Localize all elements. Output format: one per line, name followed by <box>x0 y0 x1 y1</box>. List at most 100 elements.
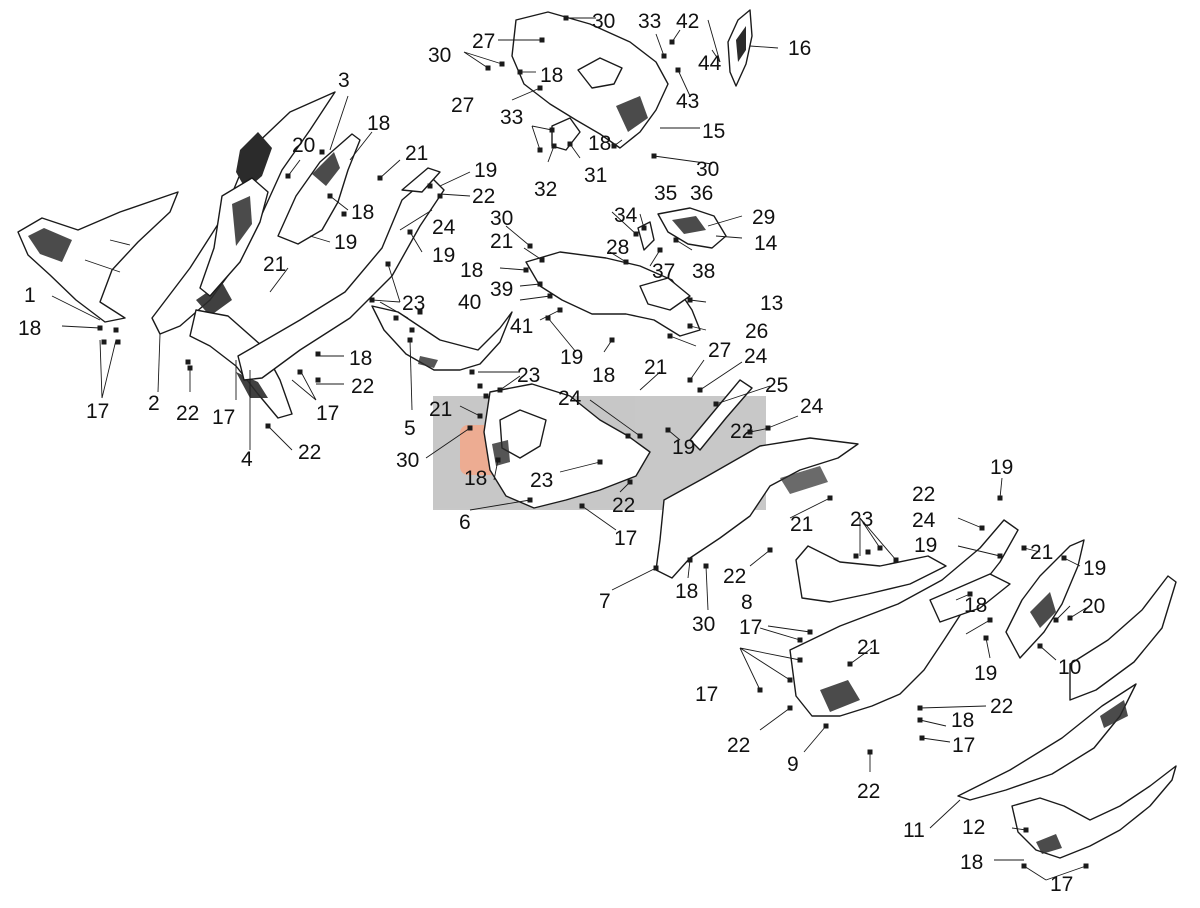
callout-19d: 19 <box>560 346 583 369</box>
fastener-16 <box>437 193 443 199</box>
fastener-34 <box>625 433 631 439</box>
callout-23c: 23 <box>530 469 553 492</box>
part-9 <box>789 519 1019 717</box>
part-12 <box>1011 765 1177 859</box>
fastener-74 <box>853 553 859 559</box>
callout-24b: 24 <box>744 345 768 368</box>
callout-30c: 30 <box>696 158 719 181</box>
fastener-4 <box>185 359 191 365</box>
callout-17g: 17 <box>952 734 975 757</box>
callout-25: 25 <box>765 374 788 397</box>
fastener-2 <box>101 339 107 345</box>
callout-22h: 22 <box>912 483 935 506</box>
callout-2: 2 <box>148 392 160 415</box>
callout-19a: 19 <box>474 159 497 182</box>
callout-22b: 22 <box>351 375 374 398</box>
callout-18m: 18 <box>960 851 983 874</box>
callout-24a: 24 <box>432 216 456 239</box>
callout-18a: 18 <box>18 317 41 340</box>
callout-22k: 22 <box>857 780 880 803</box>
callout-30f: 30 <box>692 613 715 636</box>
callout-9: 9 <box>787 753 799 776</box>
fastener-22 <box>409 327 415 333</box>
part-5 <box>371 305 513 371</box>
callout-43: 43 <box>676 90 699 113</box>
part-11 <box>957 575 1177 801</box>
part-15 <box>511 11 669 149</box>
callout-17c: 17 <box>316 402 339 425</box>
fastener-25 <box>477 383 483 389</box>
bracket-31-32 <box>551 117 581 151</box>
frame-rail-left <box>237 167 445 381</box>
callout-31: 31 <box>584 164 607 187</box>
callout-24e: 24 <box>912 509 936 532</box>
part-10 <box>1005 539 1085 659</box>
callout-17h: 17 <box>1050 873 1073 896</box>
callout-21c: 21 <box>490 230 513 253</box>
callout-3: 3 <box>338 69 350 92</box>
callout-7: 7 <box>599 590 611 613</box>
callout-21f: 21 <box>790 513 813 536</box>
fastener-75 <box>865 549 871 555</box>
callout-18g: 18 <box>460 259 483 282</box>
callout-22g: 22 <box>723 565 746 588</box>
callout-19i: 19 <box>974 662 997 685</box>
callout-21g: 21 <box>1030 541 1053 564</box>
leader-lines <box>51 17 1087 881</box>
fastener-23 <box>417 309 423 315</box>
callout-8: 8 <box>741 591 753 614</box>
callout-21e: 21 <box>429 398 452 421</box>
callout-15: 15 <box>702 120 725 143</box>
callout-39: 39 <box>490 278 513 301</box>
callout-30e: 30 <box>396 449 419 472</box>
part-6 <box>483 383 651 509</box>
callout-18d: 18 <box>349 347 372 370</box>
callout-19f: 19 <box>990 456 1013 479</box>
callout-17d: 17 <box>614 527 637 550</box>
callout-42: 42 <box>676 10 699 33</box>
callout-36: 36 <box>690 182 713 205</box>
callout-34: 34 <box>614 204 638 227</box>
callout-40: 40 <box>458 291 481 314</box>
callout-4: 4 <box>241 448 253 471</box>
callout-41: 41 <box>510 315 533 338</box>
callout-30b: 30 <box>428 44 451 67</box>
callout-29: 29 <box>752 206 775 229</box>
fastener-20 <box>393 315 399 321</box>
callout-23a: 23 <box>402 292 425 315</box>
callout-14: 14 <box>754 232 778 255</box>
callout-17e: 17 <box>739 616 762 639</box>
part-3 <box>199 177 269 297</box>
callout-5: 5 <box>404 417 416 440</box>
fastener-8 <box>315 377 321 383</box>
callout-23d: 23 <box>850 508 873 531</box>
part-13 <box>525 251 701 337</box>
callout-38: 38 <box>692 260 715 283</box>
callout-1: 1 <box>24 284 36 307</box>
callout-26: 26 <box>745 320 768 343</box>
callout-20a: 20 <box>292 134 315 157</box>
callout-24c: 24 <box>558 387 582 410</box>
callout-19h: 19 <box>1083 557 1106 580</box>
callout-28: 28 <box>606 236 629 259</box>
fastener-24 <box>469 369 475 375</box>
callout-30a: 30 <box>592 10 615 33</box>
fastener-1 <box>113 327 119 333</box>
callout-32: 32 <box>534 178 557 201</box>
callout-18j: 18 <box>675 580 698 603</box>
callout-18l: 18 <box>951 709 974 732</box>
callout-33b: 33 <box>500 106 523 129</box>
callout-37: 37 <box>652 260 675 283</box>
callout-22d: 22 <box>298 441 321 464</box>
callout-44: 44 <box>698 52 722 75</box>
callout-22i: 22 <box>990 695 1013 718</box>
callout-27b: 27 <box>451 94 474 117</box>
callout-22f: 22 <box>612 494 635 517</box>
part-8 <box>795 545 947 603</box>
callout-22c: 22 <box>176 402 199 425</box>
fastener-6 <box>265 423 271 429</box>
callout-16: 16 <box>788 37 811 60</box>
part-14 <box>657 207 727 249</box>
fastener-7 <box>297 369 303 375</box>
